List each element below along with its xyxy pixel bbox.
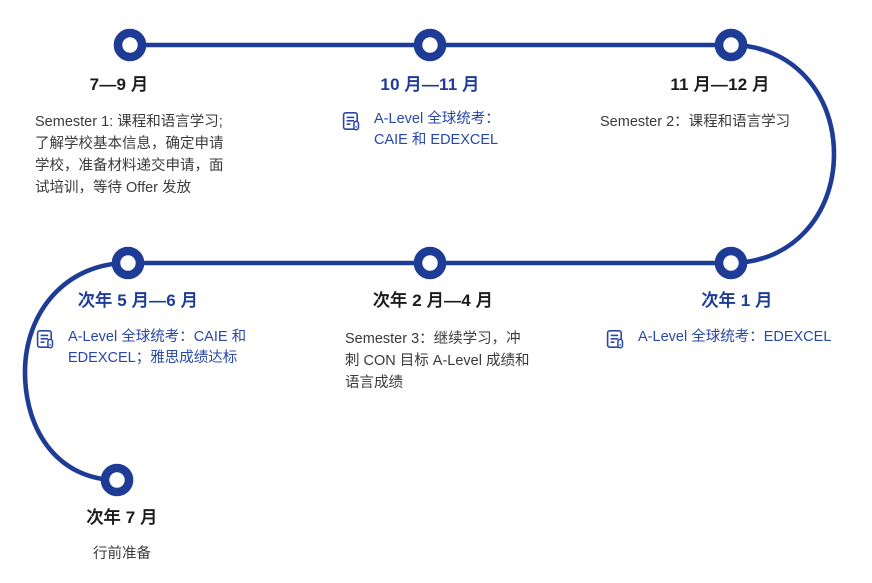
milestone-title: 7—9 月 bbox=[89, 75, 149, 94]
milestone-description: Semester 3：继续学习，冲 刺 CON 目标 A-Level 成绩和 语… bbox=[345, 331, 530, 391]
exam-item: A-Level 全球统考：CAIE 和 EDEXCEL；雅思成绩达标 bbox=[36, 327, 266, 369]
timeline-node bbox=[113, 28, 147, 62]
exam-item: A-Level 全球统考：EDEXCEL bbox=[606, 327, 846, 350]
milestone-description: 行前准备 bbox=[93, 546, 151, 562]
exam-paper-icon bbox=[342, 111, 361, 132]
milestone-title: 次年 7 月 bbox=[86, 508, 158, 527]
milestone-description: A-Level 全球统考： CAIE 和 EDEXCEL bbox=[374, 111, 500, 148]
milestone-title: 次年 1 月 bbox=[701, 291, 773, 310]
timeline-node bbox=[714, 246, 748, 280]
timeline-node bbox=[413, 246, 447, 280]
milestone-title: 10 月—11 月 bbox=[380, 75, 480, 94]
timeline-node bbox=[714, 28, 748, 62]
milestone-description: Semester 1: 课程和语言学习; 了解学校基本信息，确定申请 学校，准备… bbox=[35, 114, 224, 196]
milestone-description: A-Level 全球统考：CAIE 和 EDEXCEL；雅思成绩达标 bbox=[68, 329, 247, 366]
timeline-node bbox=[413, 28, 447, 62]
milestone-description: Semester 2：课程和语言学习 bbox=[600, 114, 791, 130]
milestone-title: 次年 2 月—4 月 bbox=[372, 291, 494, 310]
milestone-description: A-Level 全球统考：EDEXCEL bbox=[638, 329, 832, 345]
exam-item: A-Level 全球统考： CAIE 和 EDEXCEL bbox=[342, 109, 542, 151]
exam-paper-icon bbox=[36, 329, 55, 350]
milestone-title: 11 月—12 月 bbox=[670, 75, 770, 94]
timeline-node bbox=[111, 246, 145, 280]
timeline-node bbox=[100, 463, 134, 497]
exam-paper-icon bbox=[606, 329, 625, 350]
milestone-title: 次年 5 月—6 月 bbox=[77, 291, 199, 310]
